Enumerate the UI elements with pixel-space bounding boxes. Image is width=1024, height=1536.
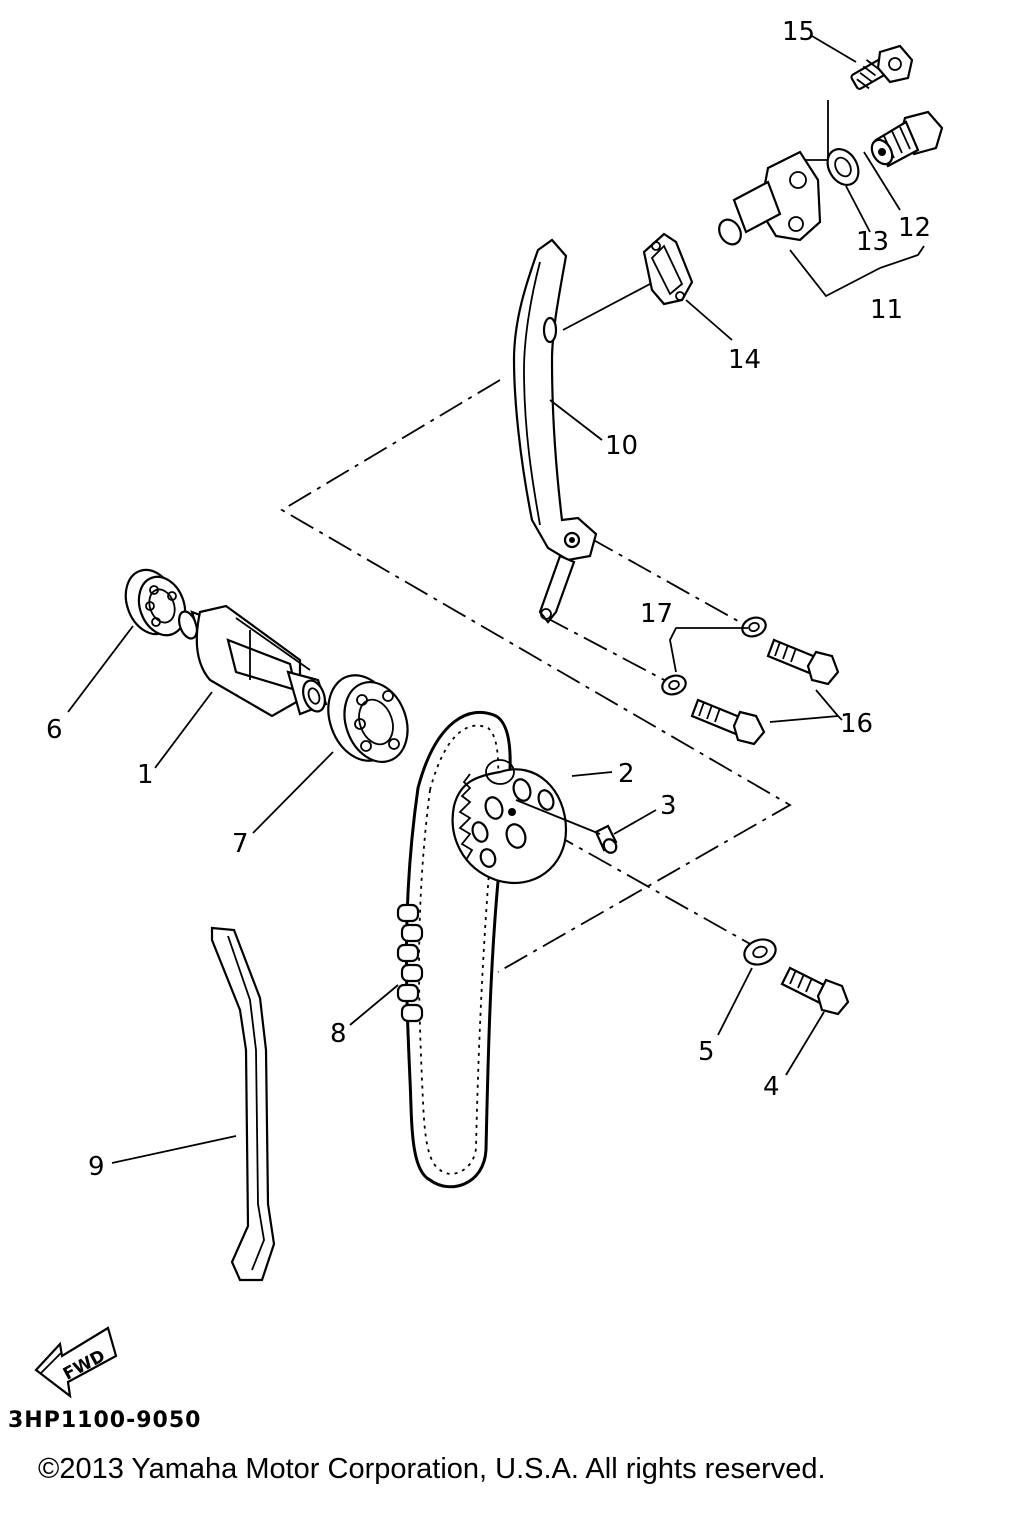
callout-4: 4 [763,1072,780,1102]
bolt-4 [780,966,850,1016]
callout-5: 5 [698,1037,715,1067]
callout-3: 3 [660,791,677,821]
callout-9: 9 [88,1152,105,1182]
callout-8: 8 [330,1019,347,1049]
cam-sprocket-2 [451,759,568,885]
bolts-16 [690,638,840,746]
callout-10: 10 [605,431,638,461]
forward-arrow-icon: FWD [34,1326,118,1399]
callout-13: 13 [856,227,889,257]
bearing-6 [124,568,187,637]
gasket-14 [642,232,694,306]
cam-chain-8 [396,710,512,1189]
copyright-notice: ©2013 Yamaha Motor Corporation, U.S.A. A… [38,1453,826,1485]
bolt-15 [850,44,914,90]
tensioner-guide-10 [512,238,598,624]
plug-bolt-12 [870,110,944,168]
bearing-7 [327,674,409,763]
washers-17 [661,616,767,696]
callout-6: 6 [46,715,63,745]
chain-link-detail [396,903,424,1023]
chain-guide-9 [210,926,276,1282]
callout-17: 17 [640,599,673,629]
washer-5 [743,938,777,966]
callout-12: 12 [898,213,931,243]
callout-2: 2 [618,759,635,789]
callout-15: 15 [782,17,815,47]
camshaft-1 [177,604,328,718]
tensioner-assembly-11 [718,150,822,246]
callout-16: 16 [840,709,873,739]
callout-labels: 1 2 3 4 5 6 7 8 9 10 11 12 13 14 15 16 1… [46,17,931,1182]
diagram-code: 3HP1100-9050 [8,1408,201,1433]
callout-1: 1 [137,760,154,790]
callout-11: 11 [870,295,903,325]
washer-13 [826,148,860,186]
dowel-pin-3 [594,824,618,854]
callout-14: 14 [728,345,761,375]
callout-7: 7 [232,829,249,859]
